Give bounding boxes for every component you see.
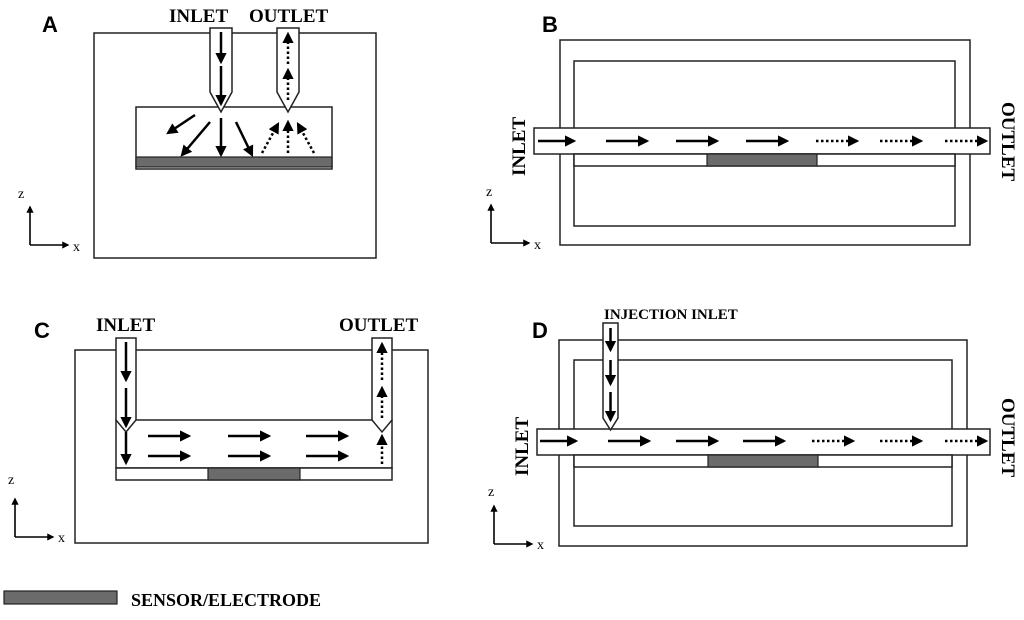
legend-sensor-label: SENSOR/ELECTRODE [131,590,321,610]
panel-d-letter: D [532,318,548,343]
panel-b-sensor [706,153,818,167]
flow-arrow [166,113,196,135]
panel-d-sensor [707,454,819,468]
panel-b-outlet-label: OUTLET [997,102,1018,182]
z-axis-label: z [18,187,24,202]
flow-arrow [234,121,254,158]
x-axis-label: x [537,538,544,553]
x-axis-label: x [58,531,65,546]
panel-b-axes: z x [486,185,541,253]
legend: SENSOR/ELECTRODE [3,590,321,610]
z-axis-label: z [486,185,492,200]
panel-d-injection-inlet-label: INJECTION INLET [604,307,738,323]
flow-arrow-dotted [296,122,316,154]
panel-b: B INLET OUTLET z x [486,12,1018,253]
panel-a: A INLET OUTLET z x [18,6,377,259]
panel-c-sensor [207,467,301,481]
panel-b-letter: B [542,12,558,37]
panel-a-axes: z x [18,187,80,255]
flow-arrow-dotted [260,122,280,154]
panel-c-axes: z x [8,473,65,546]
legend-sensor-swatch [3,590,118,605]
panel-b-inlet-label: INLET [509,117,530,176]
x-axis-label: x [73,240,80,255]
panel-a-inlet-label: INLET [169,6,228,27]
flow-arrow [180,121,211,157]
panel-d-inlet-label: INLET [512,417,533,476]
panel-a-letter: A [42,12,58,37]
panel-c-letter: C [34,318,50,343]
panel-c-inlet-label: INLET [96,315,155,336]
z-axis-label: z [8,473,14,488]
panel-c-channel [115,419,393,469]
panel-d-axes: z x [488,485,544,553]
panel-a-outlet-label: OUTLET [249,6,329,27]
panel-d: D INJECTION INLET INLET OUTLET z x [488,307,1018,553]
panel-c-outlet-label: OUTLET [339,315,419,336]
panel-c-outlet-tube [371,337,393,434]
x-axis-label: x [534,238,541,253]
panel-a-sensor [135,156,333,168]
panel-d-outlet-label: OUTLET [997,398,1018,478]
z-axis-label: z [488,485,494,500]
panel-c: C INLET OUTLET z x [8,315,429,546]
